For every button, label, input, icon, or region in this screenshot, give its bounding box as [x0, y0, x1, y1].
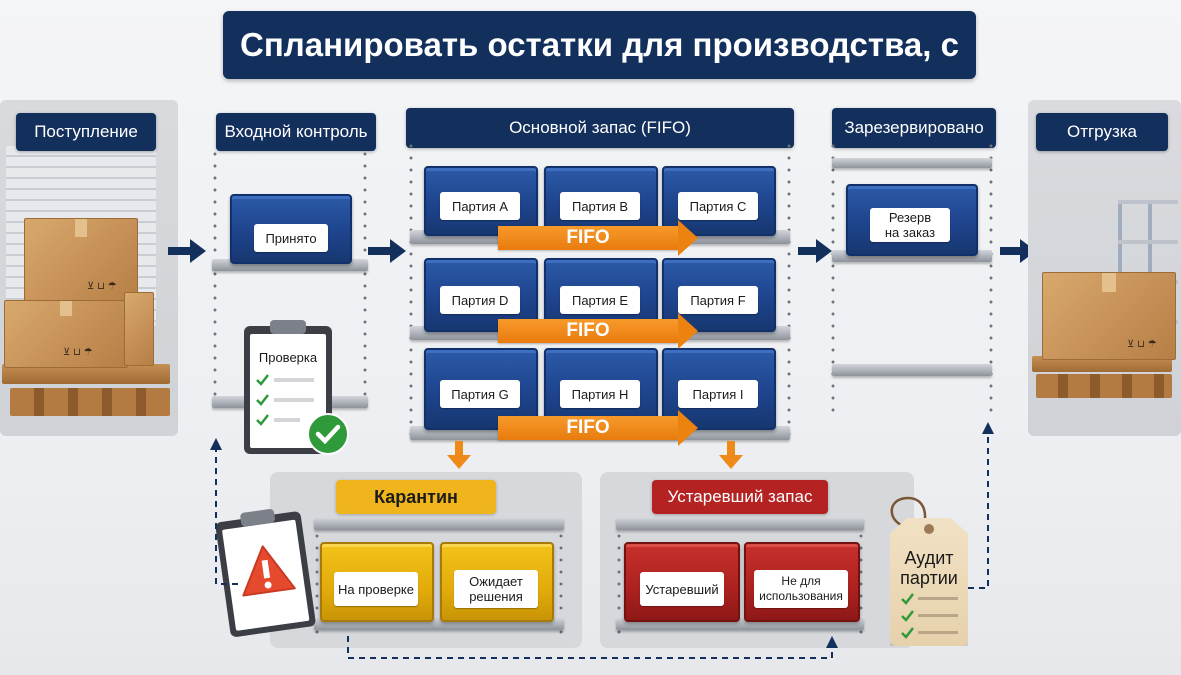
- bin-obsolete: Устаревший: [624, 542, 740, 622]
- bin-label-line: Ожидает: [469, 574, 523, 589]
- shelf: [832, 158, 992, 168]
- quarantine-title: Карантин: [336, 480, 496, 514]
- bin-label: Партия H: [560, 380, 640, 408]
- bin-label: Партия F: [678, 286, 758, 314]
- obsolete-title: Устаревший запас: [652, 480, 828, 514]
- rack-post: [210, 148, 220, 410]
- rack-post: [406, 140, 416, 442]
- box-symbols: ⊻ ⊔ ☂: [87, 281, 117, 292]
- batch-bin: Партия B: [544, 166, 658, 236]
- fifo-arrow: FIFO: [498, 410, 698, 446]
- cardboard-box: [124, 292, 154, 366]
- bin-label-line: использования: [759, 589, 843, 603]
- pallet-base: [10, 388, 170, 416]
- flow-arrow-icon: [798, 238, 834, 269]
- bin-under-review: На проверке: [320, 542, 434, 622]
- bin-label: Не для использования: [754, 570, 848, 608]
- audit-tag-icon: Аудит партии: [882, 494, 972, 650]
- warning-clipboard-icon: [214, 502, 320, 638]
- batch-bin: Партия D: [424, 258, 538, 332]
- shelf: [314, 518, 564, 530]
- bin-label: На проверке: [334, 572, 418, 606]
- bin-label: Партия D: [440, 286, 520, 314]
- rack-post: [614, 518, 624, 642]
- bin-label: Принято: [254, 224, 328, 252]
- bin-accepted: Принято: [230, 194, 352, 264]
- audit-title-line: партии: [900, 568, 958, 588]
- batch-bin: Партия I: [662, 348, 776, 430]
- flow-arrow-icon: [168, 238, 208, 269]
- fifo-arrow: FIFO: [498, 313, 698, 349]
- shelf: [616, 518, 864, 530]
- page-title: Спланировать остатки для производства, с: [223, 11, 976, 79]
- clipboard-checklist-icon: Проверка: [240, 318, 336, 456]
- bin-label: Партия E: [560, 286, 640, 314]
- batch-bin: Партия A: [424, 166, 538, 236]
- rack-post: [828, 140, 838, 414]
- rack-post: [784, 140, 794, 442]
- bin-label: Резерв на заказ: [870, 208, 950, 242]
- bin-label-line: Резерв: [888, 210, 932, 225]
- rack-post: [986, 140, 996, 414]
- stage-label-shipping: Отгрузка: [1036, 113, 1168, 151]
- bin-not-for-use: Не для использования: [744, 542, 860, 622]
- down-arrow-icon: [447, 441, 471, 469]
- box-symbols: ⊻ ⊔ ☂: [1127, 339, 1157, 350]
- pallet: [2, 364, 170, 384]
- stage-label-main-stock: Основной запас (FIFO): [406, 108, 794, 148]
- bin-label-line: Не для: [781, 574, 821, 588]
- pallet: [1032, 356, 1172, 372]
- stage-label-reserved: Зарезервировано: [832, 108, 996, 148]
- shelf: [832, 364, 992, 376]
- box-symbols: ⊻ ⊔ ☂: [63, 347, 93, 358]
- bin-label-line: на заказ: [884, 225, 936, 240]
- bin-label: Партия B: [560, 192, 640, 220]
- stage-label-receiving: Поступление: [16, 113, 156, 151]
- checklist-title: Проверка: [258, 350, 318, 365]
- cardboard-box: ⊻ ⊔ ☂: [1042, 272, 1176, 360]
- bin-label: Устаревший: [640, 572, 724, 606]
- flow-arrow-icon: [368, 238, 408, 269]
- cardboard-box: ⊻ ⊔ ☂: [24, 218, 138, 304]
- bin-label: Партия G: [440, 380, 520, 408]
- pallet-base: [1036, 374, 1172, 398]
- bin-label-line: решения: [469, 589, 523, 604]
- bin-reserved: Резерв на заказ: [846, 184, 978, 256]
- fifo-arrow: FIFO: [498, 220, 698, 256]
- cardboard-box: ⊻ ⊔ ☂: [4, 300, 128, 368]
- bin-label: Ожидает решения: [454, 570, 538, 608]
- rack-post: [556, 518, 566, 642]
- rack-post: [360, 148, 370, 410]
- rack-post: [312, 518, 322, 642]
- rack-post: [856, 518, 866, 642]
- bin-pending-decision: Ожидает решения: [440, 542, 554, 622]
- bin-label: Партия C: [678, 192, 758, 220]
- batch-bin: Партия C: [662, 166, 776, 236]
- down-arrow-icon: [719, 441, 743, 469]
- audit-title-line: Аудит: [904, 548, 954, 568]
- bin-label: Партия A: [440, 192, 520, 220]
- bin-label: Партия I: [678, 380, 758, 408]
- stage-label-inspection: Входной контроль: [216, 113, 376, 151]
- check-circle-icon: [306, 412, 350, 461]
